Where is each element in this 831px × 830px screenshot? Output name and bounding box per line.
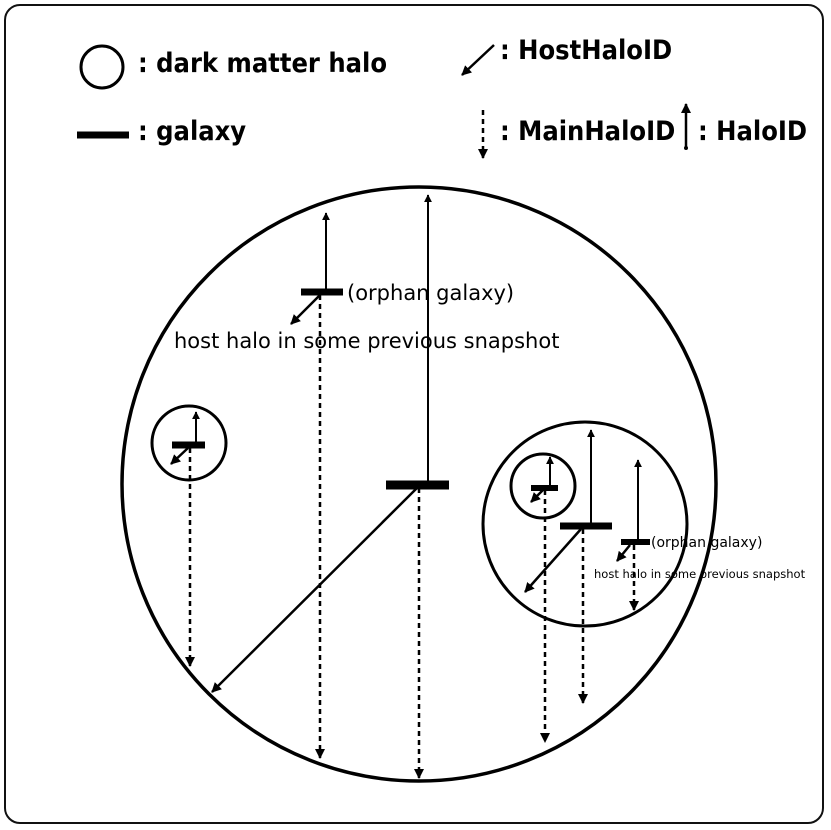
legend-hosthaloid-arrow bbox=[461, 44, 495, 76]
legend-hosthaloid-label: : HostHaloID bbox=[500, 35, 672, 66]
legend: : dark matter halo : galaxy : HostHaloID… bbox=[77, 35, 807, 159]
orphan-galaxy-group: (orphan galaxy) host halo in some previo… bbox=[174, 212, 559, 759]
legend-haloid-label: : HaloID bbox=[698, 116, 807, 147]
legend-mainhaloid-label: : MainHaloID bbox=[500, 116, 675, 147]
diagram-frame bbox=[4, 4, 824, 824]
legend-galaxy-label: : galaxy bbox=[138, 116, 246, 147]
central-galaxy-group bbox=[211, 194, 449, 779]
orphan-galaxy-label: (orphan galaxy) bbox=[347, 281, 514, 305]
right-central-galaxy-group bbox=[524, 429, 612, 704]
right-central-hosthaloid-arrow bbox=[524, 528, 582, 593]
left-subhalo-galaxy-group bbox=[170, 411, 205, 667]
right-subsubhalo bbox=[509, 452, 577, 520]
host-halo-previous-label: host halo in some previous snapshot bbox=[174, 329, 559, 353]
small-orphan-galaxy-group: (orphan galaxy) host halo in some previo… bbox=[594, 459, 806, 611]
subsub-hosthaloid-arrow bbox=[530, 489, 544, 503]
central-hosthaloid-arrow bbox=[211, 487, 418, 693]
orphan-hosthaloid-arrow bbox=[290, 294, 321, 325]
legend-haloid-dot bbox=[684, 146, 688, 150]
small-orphan-hosthaloid-arrow bbox=[616, 544, 631, 562]
subsub-galaxy-group bbox=[530, 456, 558, 743]
left-hosthaloid-arrow bbox=[170, 447, 189, 465]
legend-halo-label: : dark matter halo bbox=[138, 48, 387, 79]
legend-halo-symbol bbox=[79, 44, 125, 90]
main-halo bbox=[120, 185, 718, 783]
right-subhalo bbox=[481, 420, 689, 628]
small-orphan-galaxy-label: (orphan galaxy) bbox=[651, 535, 762, 551]
small-host-halo-previous-label: host halo in some previous snapshot bbox=[594, 567, 806, 581]
